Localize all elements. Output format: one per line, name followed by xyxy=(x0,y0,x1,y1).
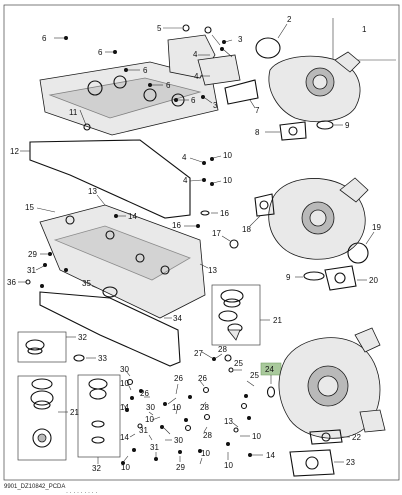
valve-cover xyxy=(39,61,219,136)
callout-5: 5 xyxy=(157,24,162,33)
callout-4b: 4 xyxy=(194,72,199,81)
callout-27: 27 xyxy=(194,349,203,358)
callout-20: 20 xyxy=(369,276,378,285)
turbocharger-upper xyxy=(268,51,361,123)
callout-19: 19 xyxy=(372,223,381,232)
callout-28b: 28 xyxy=(200,403,209,412)
callout-6c: 6 xyxy=(143,66,148,75)
callout-3: 3 xyxy=(238,35,243,44)
breather-housing xyxy=(167,34,241,86)
callout-13a: 13 xyxy=(88,187,97,196)
kit-box-21b xyxy=(17,375,67,461)
diagram-frame xyxy=(3,4,400,481)
gasket-23 xyxy=(289,449,335,477)
callout-15: 15 xyxy=(25,203,34,212)
gasket-20 xyxy=(324,265,357,291)
callout-26a: 26 xyxy=(140,389,149,398)
callout-29a: 29 xyxy=(28,250,37,259)
callout-4d: 4 xyxy=(183,176,188,185)
callout-4c: 4 xyxy=(182,153,187,162)
callout-13c: 13 xyxy=(224,417,233,426)
turbocharger-middle xyxy=(268,177,369,260)
callout-28c: 28 xyxy=(203,431,212,440)
callout-12: 12 xyxy=(10,147,19,156)
callout-36: 36 xyxy=(7,278,16,287)
callout-10b: 10 xyxy=(223,176,232,185)
callout-23: 23 xyxy=(346,458,355,467)
callout-18: 18 xyxy=(242,225,251,234)
oring-24 xyxy=(266,386,276,398)
callout-4a: 4 xyxy=(193,50,198,59)
callout-1: 1 xyxy=(362,25,367,34)
callout-10i: 10 xyxy=(252,432,261,441)
gasket-22 xyxy=(309,429,343,445)
kit-box-32b xyxy=(77,374,121,458)
callout-10c: 10 xyxy=(120,379,129,388)
callout-6d: 6 xyxy=(166,81,171,90)
callout-24: 24 xyxy=(265,365,274,374)
callout-31c: 31 xyxy=(150,443,159,452)
callout-16b: 16 xyxy=(172,221,181,230)
callout-10f: 10 xyxy=(172,403,181,412)
callout-33: 33 xyxy=(98,354,107,363)
callout-6a: 6 xyxy=(42,34,47,43)
callout-21a: 21 xyxy=(273,316,282,325)
callout-29b: 29 xyxy=(176,463,185,472)
ring-19 xyxy=(347,242,369,264)
callout-3b: 3 xyxy=(213,101,218,110)
callout-34: 34 xyxy=(173,314,182,323)
callout-22: 22 xyxy=(352,433,361,442)
kit-box-32a xyxy=(17,331,67,363)
gasket-18 xyxy=(254,193,275,217)
callout-11: 11 xyxy=(69,108,78,117)
callout-26b: 26 xyxy=(174,374,183,383)
callout-10g: 10 xyxy=(201,449,210,458)
callout-2: 2 xyxy=(287,15,292,24)
callout-10e: 10 xyxy=(121,463,130,472)
callout-30a: 30 xyxy=(120,365,129,374)
figure-code-faint: · · · · · · · · · xyxy=(66,490,97,495)
callout-14b: 14 xyxy=(120,403,129,412)
callout-25a: 25 xyxy=(234,359,243,368)
callout-25: 25 xyxy=(250,371,259,380)
callout-31b: 31 xyxy=(139,426,148,435)
gasket-8 xyxy=(279,121,307,141)
callout-6e: 6 xyxy=(191,96,196,105)
turbocharger-lower xyxy=(278,327,386,439)
gasket-7 xyxy=(224,79,259,105)
callout-8: 8 xyxy=(255,128,260,137)
callout-9: 9 xyxy=(345,121,350,130)
callout-26c: 26 xyxy=(198,374,207,383)
callout-7: 7 xyxy=(255,106,260,115)
oil-pan xyxy=(39,204,206,319)
callout-16a: 16 xyxy=(220,209,229,218)
callout-21b: 21 xyxy=(70,408,79,417)
callout-30b: 30 xyxy=(146,403,155,412)
callout-17: 17 xyxy=(212,229,221,238)
cover-gasket xyxy=(29,139,191,219)
callout-13b: 13 xyxy=(208,266,217,275)
callout-31a: 31 xyxy=(27,266,36,275)
callout-35: 35 xyxy=(82,279,91,288)
ring-2 xyxy=(255,37,281,59)
callout-10h: 10 xyxy=(224,461,233,470)
figure-code: 9901_DZ10842_PCDA xyxy=(4,484,65,490)
callout-14d: 14 xyxy=(266,451,275,460)
callout-10d: 10 xyxy=(145,415,154,424)
callout-10a: 10 xyxy=(223,151,232,160)
callout-32a: 32 xyxy=(78,333,87,342)
callout-30c: 30 xyxy=(174,436,183,445)
callout-14c: 14 xyxy=(120,433,129,442)
pan-gasket xyxy=(39,291,181,367)
callout-9b: 9 xyxy=(286,273,291,282)
callout-32b: 32 xyxy=(92,464,101,473)
callout-6b: 6 xyxy=(98,48,103,57)
kit-box-21a xyxy=(211,284,261,346)
callout-28a: 28 xyxy=(218,345,227,354)
callout-14a: 14 xyxy=(128,212,137,221)
